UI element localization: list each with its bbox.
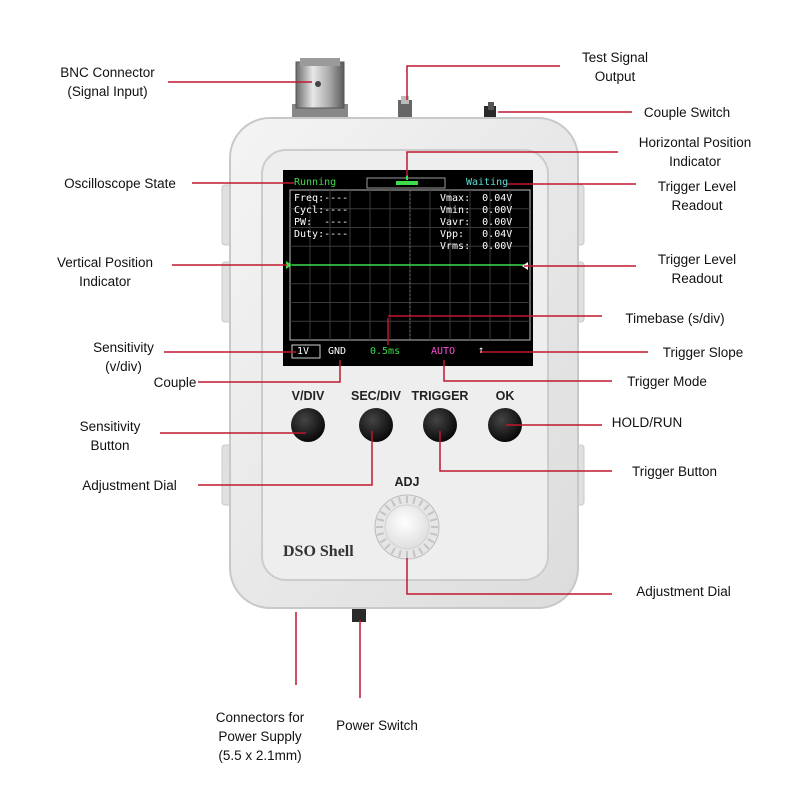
status-timebase: 0.5ms: [370, 346, 401, 357]
meas-freq: Freq:----: [294, 193, 349, 204]
status-trigger-slope: ↑: [478, 345, 485, 356]
status-couple: GND: [328, 346, 347, 357]
adj-label: ADJ: [394, 475, 420, 489]
test-signal-pin: [398, 96, 412, 122]
label-trigger-button: Trigger Button: [631, 464, 718, 479]
trigger-button[interactable]: [423, 408, 457, 442]
meas-vmin: Vmin: 0.00V: [440, 205, 513, 216]
horizontal-position-indicator: [396, 181, 418, 185]
meas-duty: Duty:----: [294, 229, 349, 240]
leader-line: [443, 360, 612, 382]
secdiv-label: SEC/DIV: [350, 389, 401, 403]
vdiv-label: V/DIV: [291, 389, 325, 403]
leader-line: [198, 360, 341, 383]
status-sensitivity: 1V: [297, 346, 310, 357]
label-power-switch: Power Switch: [336, 718, 418, 733]
bnc-connector[interactable]: [292, 58, 348, 126]
label-trigger-mode: Trigger Mode: [627, 374, 707, 389]
label-sensitivity: Sensitivity(v/div): [93, 340, 154, 374]
trigger-label: TRIGGER: [411, 389, 469, 403]
label-couple-switch: Couple Switch: [643, 105, 731, 120]
label-oscilloscope-state: Oscilloscope State: [64, 176, 176, 191]
label-adjustment-dial-right: Adjustment Dial: [636, 584, 731, 599]
secdiv-button[interactable]: [359, 408, 393, 442]
leader-line: [406, 65, 560, 100]
vertical-position-marker: [286, 261, 292, 269]
screen-trigger-state: Waiting: [466, 177, 509, 188]
leader-lines: [160, 65, 648, 698]
leader-line: [439, 431, 612, 472]
label-couple: Couple: [153, 375, 197, 390]
oscilloscope-screen: [283, 170, 533, 366]
adjustment-dial[interactable]: [374, 494, 440, 560]
leader-line: [406, 151, 618, 176]
vdiv-button[interactable]: [291, 408, 325, 442]
label-hold-run: HOLD/RUN: [611, 415, 683, 430]
ok-button[interactable]: [488, 408, 522, 442]
meas-vmax: Vmax: 0.04V: [440, 193, 513, 204]
label-trigger-slope: Trigger Slope: [662, 345, 744, 360]
meas-pw: PW: ----: [294, 217, 349, 228]
ok-label: OK: [495, 389, 515, 403]
status-trigger-mode: AUTO: [431, 346, 456, 357]
label-bnc-connector: BNC Connector(Signal Input): [60, 65, 155, 99]
screen-state: Running: [294, 177, 337, 188]
meas-vrms: Vrms: 0.00V: [440, 241, 513, 252]
meas-cycl: Cycl:----: [294, 205, 349, 216]
meas-vavr: Vavr: 0.00V: [440, 217, 513, 228]
meas-vpp: Vpp: 0.04V: [440, 229, 513, 240]
label-adjustment-dial-left: Adjustment Dial: [82, 478, 177, 493]
leader-line: [406, 558, 612, 595]
label-timebase: Timebase (s/div): [625, 311, 725, 326]
brand-label: DSO Shell: [283, 543, 354, 560]
leader-line: [198, 431, 373, 486]
